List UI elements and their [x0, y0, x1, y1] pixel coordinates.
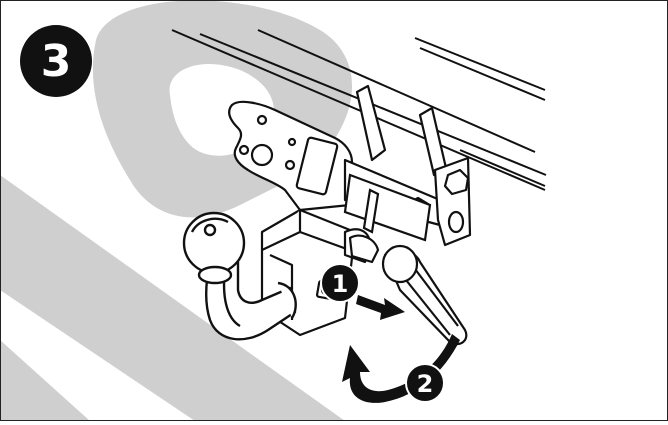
callout-1: 1 — [320, 263, 360, 303]
callout-1-label: 1 — [332, 270, 349, 298]
watermark-band — [0, 175, 345, 421]
mounting-bracket — [228, 100, 354, 212]
callout-2: 2 — [405, 363, 445, 403]
step-badge: 3 — [20, 25, 92, 97]
step-number: 3 — [41, 36, 72, 87]
tow-ball — [182, 211, 297, 341]
release-lever — [348, 234, 468, 346]
watermark-corner — [0, 340, 90, 421]
arrow-push — [356, 295, 405, 320]
callout-2-label: 2 — [417, 370, 434, 398]
cross-bar — [343, 173, 432, 242]
